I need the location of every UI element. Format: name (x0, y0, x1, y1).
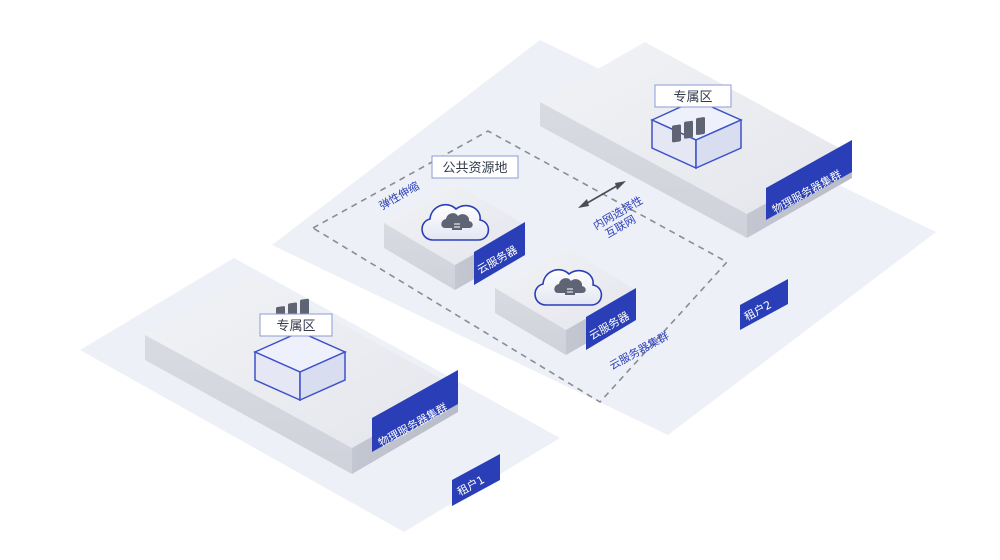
tenant2-floor (272, 40, 936, 435)
svg-text:专属区: 专属区 (276, 319, 315, 334)
tenant1-server-tile (253, 331, 347, 402)
public-pool-dashed-region (311, 130, 729, 404)
svg-text:公共资源地: 公共资源地 (442, 161, 507, 176)
cloud-icon (421, 203, 490, 241)
tenant1-zone-label: 专属区 (259, 313, 333, 337)
public-pool-title: 公共资源地 (431, 155, 519, 179)
svg-text:专属区: 专属区 (673, 90, 712, 105)
tenant2-zone-label: 专属区 (654, 84, 732, 108)
cloud-icon (534, 268, 603, 306)
interconnect-arrow (578, 181, 626, 208)
server-rack-icon (672, 117, 705, 143)
